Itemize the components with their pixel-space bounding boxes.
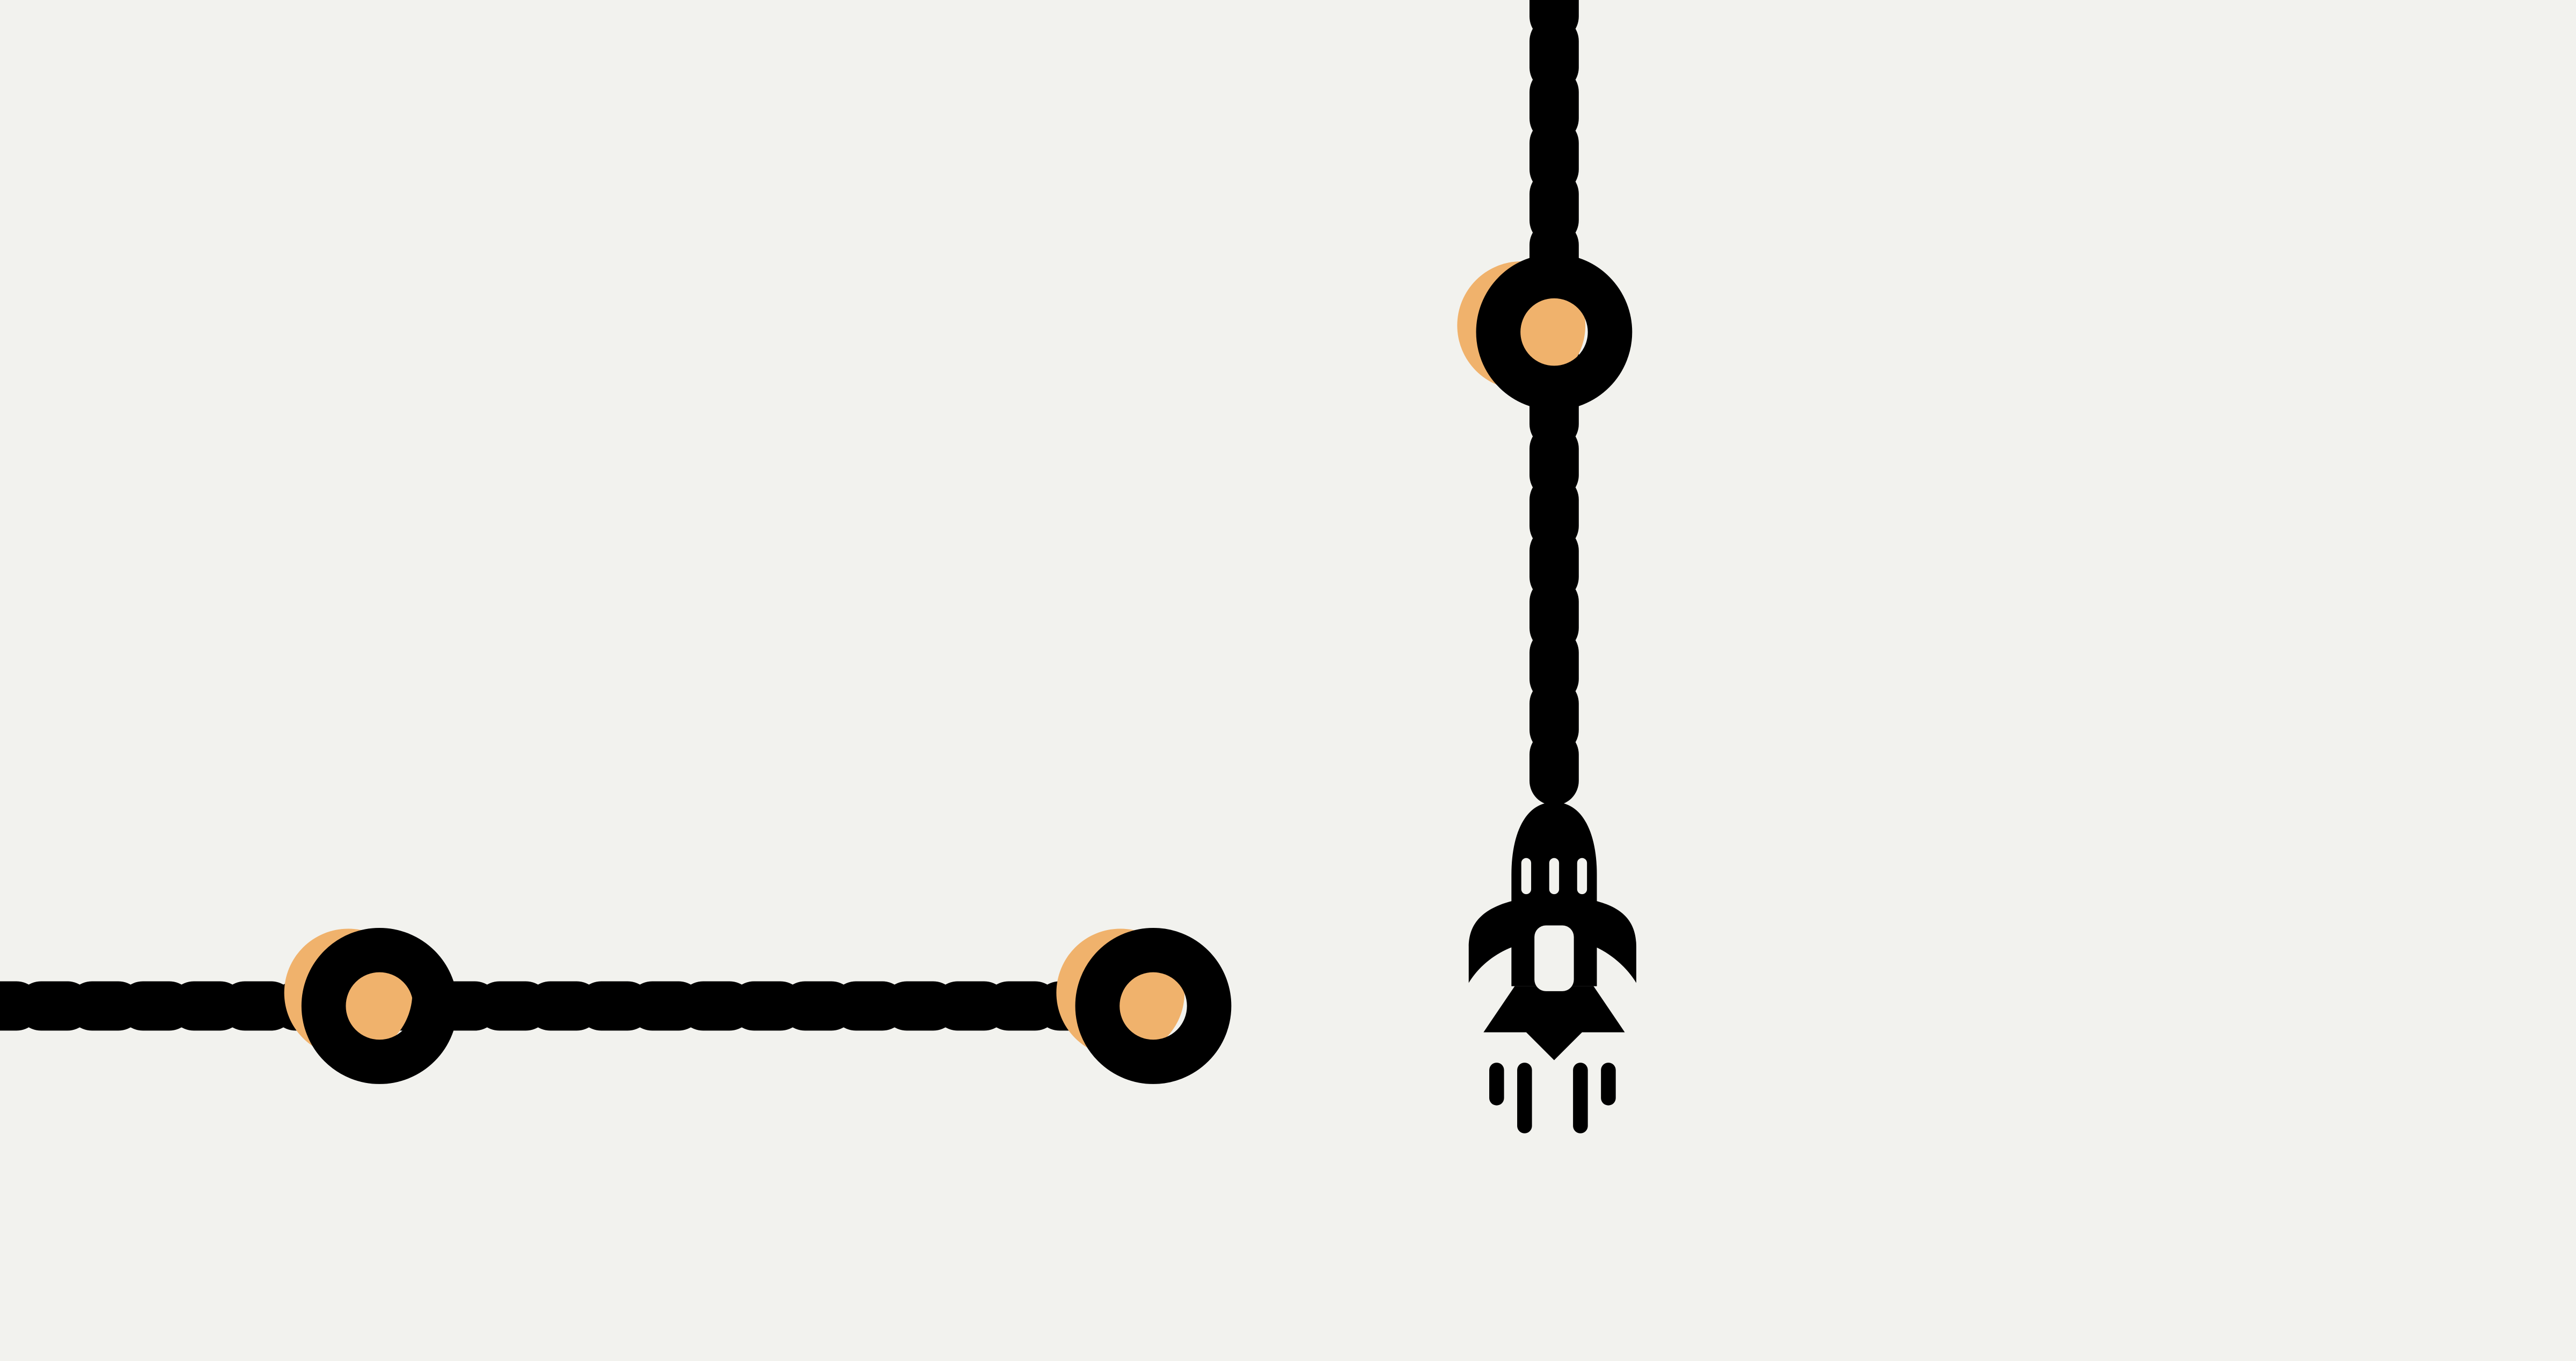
rocket-skirt [1483,986,1625,1060]
level-node-bottom-middle[interactable] [1056,927,1232,1084]
level-node-bottom-left-ring [301,927,458,1084]
rocket-left-wing [1468,901,1513,983]
rocket-window-2 [1549,858,1560,895]
level-node-top[interactable] [1457,254,1633,411]
rocket-right-wing [1595,901,1636,983]
rocket-window-3 [1577,858,1587,895]
level-node-top-ring [1476,254,1633,411]
rocket-window-1 [1521,858,1532,895]
rocket-icon[interactable] [1468,802,1636,1133]
level-node-bottom-left[interactable] [284,927,458,1084]
level-node-bottom-middle-ring [1075,927,1232,1084]
rocket-hatch [1534,925,1574,991]
